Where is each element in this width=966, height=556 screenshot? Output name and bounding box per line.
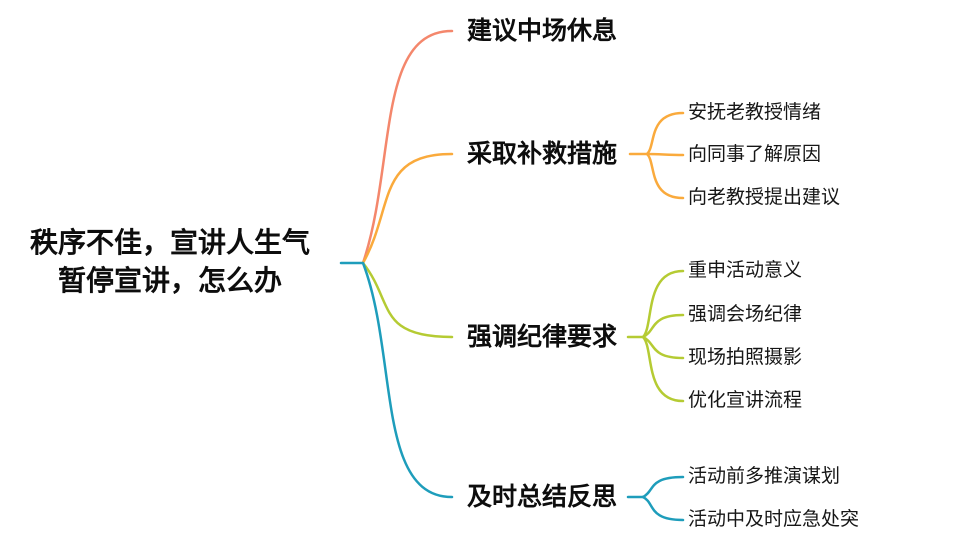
branch3-child-line-3 — [641, 335, 685, 403]
branch3-subtopic-3[interactable]: 现场拍照摄影 — [688, 347, 803, 368]
branch-line-2 — [361, 152, 454, 265]
branch-topic-4[interactable]: 及时总结反思 — [467, 483, 618, 511]
branch4-child-line-1 — [641, 495, 685, 522]
branch3-subtopic-4[interactable]: 优化宣讲流程 — [688, 390, 803, 411]
branch-topic-1[interactable]: 建议中场休息 — [467, 17, 618, 45]
branch-topic-2[interactable]: 采取补救措施 — [467, 140, 618, 168]
branch4-child-line-0 — [641, 475, 685, 499]
branch2-child-line-0 — [645, 111, 685, 156]
root-topic[interactable]: 秩序不佳，宣讲人生气 暂停宣讲，怎么办 — [10, 224, 330, 300]
branch-line-4 — [339, 261, 454, 499]
branch2-subtopic-3[interactable]: 向老教授提出建议 — [688, 187, 841, 208]
branch3-subtopic-2[interactable]: 强调会场纪律 — [688, 304, 803, 325]
branch-line-3 — [361, 261, 454, 339]
branch-line-1 — [361, 29, 454, 265]
root-topic-line1: 秩序不佳，宣讲人生气 — [29, 227, 310, 258]
branch2-subtopic-1[interactable]: 安抚老教授情绪 — [688, 102, 822, 123]
branch4-subtopic-1[interactable]: 活动前多推演谋划 — [688, 466, 841, 487]
branch2-child-line-1 — [645, 152, 685, 157]
branch-topic-3[interactable]: 强调纪律要求 — [467, 323, 618, 351]
branch3-child-line-1 — [641, 313, 685, 339]
branch2-child-line-2 — [645, 152, 685, 200]
branch2-subtopic-2[interactable]: 向同事了解原因 — [688, 144, 822, 165]
root-topic-line2: 暂停宣讲，怎么办 — [57, 265, 282, 296]
branch4-subtopic-2[interactable]: 活动中及时应急处突 — [688, 509, 860, 530]
branch3-child-line-2 — [641, 335, 685, 360]
branch3-child-line-0 — [641, 269, 685, 339]
branch3-subtopic-1[interactable]: 重申活动意义 — [688, 260, 803, 281]
